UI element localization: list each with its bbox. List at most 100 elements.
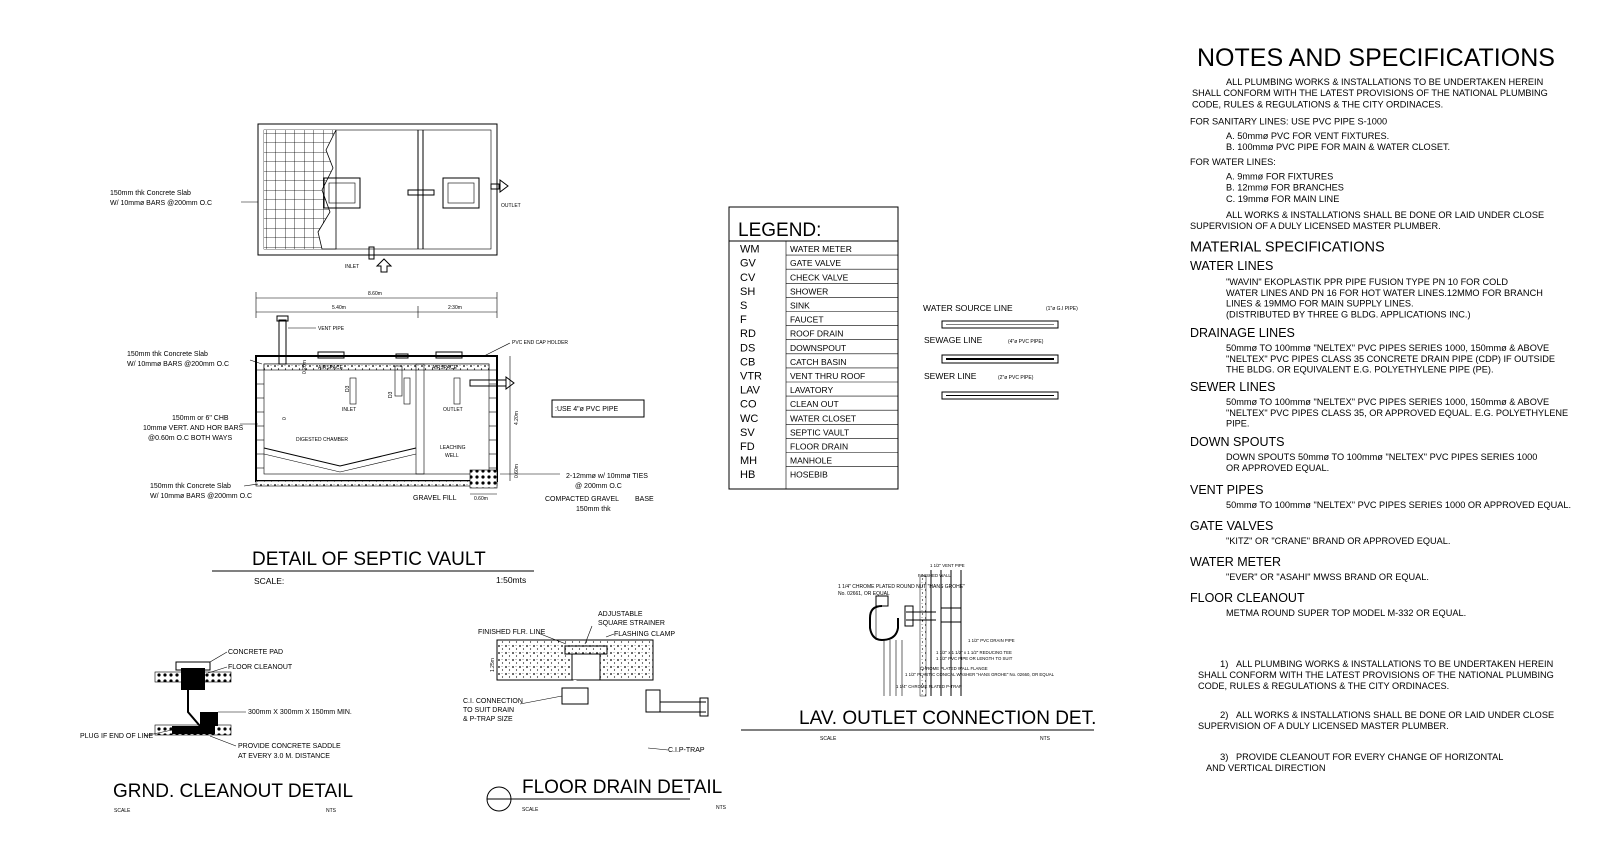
numbered-note-line: SUPERVISION OF A DULY LICENSED MASTER PL… bbox=[1198, 721, 1449, 731]
legend-desc: LAVATORY bbox=[790, 385, 833, 395]
spec-section-line: 50mmø TO 100mmø "NELTEX" PVC PIPES SERIE… bbox=[1226, 343, 1549, 353]
lav-nts: NTS bbox=[1040, 736, 1051, 742]
floor-drain-detail: ADJUSTABLE SQUARE STRAINER FLASHING CLAM… bbox=[463, 611, 727, 813]
cleanout-scale: SCALE bbox=[114, 808, 131, 814]
legend-code: RD bbox=[740, 328, 756, 340]
top-slab-1: 150mm thk Concrete Slab bbox=[127, 351, 208, 358]
fd-scale: SCALE bbox=[522, 807, 539, 813]
legend-desc: DOWNSPOUT bbox=[790, 343, 846, 353]
legend-desc: FAUCET bbox=[790, 315, 824, 325]
legend-code: HB bbox=[740, 469, 755, 481]
notes-intro-line: CODE, RULES & REGULATIONS & THE CITY ORD… bbox=[1192, 99, 1443, 109]
legend-code: WM bbox=[740, 244, 760, 256]
strainer-2: SQUARE STRAINER bbox=[598, 620, 665, 627]
lav-label: FINISHED WALL bbox=[918, 573, 951, 578]
lav-left-1: 1 1/4" CHROME PLATED ROUND NUT "HANS GRO… bbox=[838, 584, 965, 590]
legend-code: CO bbox=[740, 399, 757, 411]
legend-desc: SHOWER bbox=[790, 286, 828, 296]
lav-label: 1 1/2" PLASTIC CONICAL WASHER "HANS GROH… bbox=[905, 672, 1055, 677]
legend-title: LEGEND: bbox=[738, 220, 821, 241]
water-item: C. 19mmø FOR MAIN LINE bbox=[1226, 194, 1339, 204]
legend-code: LAV bbox=[740, 385, 761, 397]
legend-desc: CHECK VALVE bbox=[790, 272, 849, 282]
lav-label: 1 1/2" PVC DRAIN PIPE bbox=[968, 638, 1015, 643]
numbered-note-num: 2) bbox=[1220, 710, 1228, 721]
spec-section-line: "NELTEX" PVC PIPES CLASS 35, OR APPROVED… bbox=[1226, 408, 1568, 418]
airspace-right: AIRSPACE bbox=[432, 365, 458, 371]
legend-desc: GATE VALVE bbox=[790, 258, 841, 268]
sanitary-item: A. 50mmø PVC FOR VENT FIXTURES. bbox=[1226, 131, 1389, 141]
concrete-pad-label: CONCRETE PAD bbox=[228, 649, 283, 656]
numbered-note-line: ALL WORKS & INSTALLATIONS SHALL BE DONE … bbox=[1236, 710, 1554, 720]
legend-code: GV bbox=[740, 258, 757, 270]
numbered-note-line: ALL PLUMBING WORKS & INSTALLATIONS TO BE… bbox=[1236, 659, 1553, 669]
leaching-2: WELL bbox=[445, 453, 459, 459]
trap-label: C.I.P-TRAP bbox=[668, 747, 705, 754]
sewage-label: SEWAGE LINE bbox=[924, 335, 983, 345]
dim-left: 5.40m bbox=[332, 305, 346, 311]
lav-label: 1 1/4" CHROME PLATED P-TRAP bbox=[896, 684, 962, 689]
spec-section-line: "EVER" OR "ASAHI" MWSS BRAND OR EQUAL. bbox=[1226, 572, 1429, 582]
spec-section-line: METMA ROUND SUPER TOP MODEL M-332 OR EQU… bbox=[1226, 608, 1466, 618]
legend-desc: VENT THRU ROOF bbox=[790, 371, 865, 381]
spec-section-head: GATE VALVES bbox=[1190, 519, 1273, 533]
septic-scale-value: 1:50mts bbox=[496, 575, 526, 585]
lav-scale: SCALE bbox=[820, 736, 837, 742]
ci-3: & P-TRAP SIZE bbox=[463, 716, 513, 723]
spec-section-head: WATER LINES bbox=[1190, 259, 1273, 273]
water-source-label: WATER SOURCE LINE bbox=[923, 303, 1013, 313]
legend-desc: SEPTIC VAULT bbox=[790, 427, 849, 437]
legend-desc: CLEAN OUT bbox=[790, 399, 839, 409]
septic-section: 8.60m 5.40m 2:30m VENT PIP bbox=[127, 291, 654, 586]
spec-section-head: VENT PIPES bbox=[1190, 483, 1263, 497]
sewer-label: SEWER LINE bbox=[924, 371, 977, 381]
spec-section-line: OR APPROVED EQUAL. bbox=[1226, 463, 1329, 473]
fd-title: FLOOR DRAIN DETAIL bbox=[522, 777, 722, 798]
numbered-note-line: AND VERTICAL DIRECTION bbox=[1206, 763, 1325, 773]
d3-b: D3 bbox=[388, 391, 394, 398]
sewage-spec: (4"ø PVC PIPE) bbox=[1008, 339, 1044, 345]
airspace-left: AIRSPACE bbox=[318, 365, 344, 371]
lav-label: 1 1/2" PVC PIPE OR LENGTH TO SUIT bbox=[936, 656, 1013, 661]
compacted-1: COMPACTED GRAVEL bbox=[545, 496, 619, 503]
ci-2: TO SUIT DRAIN bbox=[463, 707, 514, 714]
saddle-2: AT EVERY 3.0 M. DISTANCE bbox=[238, 753, 330, 760]
chb-note-3: @0.60m O.C BOTH WAYS bbox=[148, 435, 232, 442]
spec-section-head: SEWER LINES bbox=[1190, 380, 1275, 394]
compacted-2: 150mm thk bbox=[576, 506, 611, 513]
legend-desc: ROOF DRAIN bbox=[790, 329, 843, 339]
section-outlet: OUTLET bbox=[443, 407, 463, 413]
ci-1: C.I. CONNECTION bbox=[463, 698, 523, 705]
spec-section-head: DRAINAGE LINES bbox=[1190, 326, 1295, 340]
gravel-fill: GRAVEL FILL bbox=[413, 495, 457, 502]
notes-intro-line: ALL PLUMBING WORKS & INSTALLATIONS TO BE… bbox=[1226, 77, 1543, 87]
legend-desc: SINK bbox=[790, 301, 810, 311]
plan-slab-note-2: W/ 10mmø BARS @200mm O.C bbox=[110, 200, 212, 207]
dim-height: 4.20m bbox=[514, 411, 520, 425]
legend-desc: MANHOLE bbox=[790, 456, 832, 466]
fd-dim: 1.25m bbox=[490, 658, 496, 672]
saddle-1: PROVIDE CONCRETE SADDLE bbox=[238, 743, 341, 750]
cleanout-title: GRND. CLEANOUT DETAIL bbox=[113, 781, 353, 802]
spec-section-line: 50mmø TO 100mmø "NELTEX" PVC PIPES SERIE… bbox=[1226, 500, 1571, 510]
spec-section-line: WATER LINES AND PN 16 FOR HOT WATER LINE… bbox=[1226, 288, 1543, 298]
plan-inlet-label: INLET bbox=[345, 264, 359, 270]
lav-left-2: No. 02661, OR EQUAL bbox=[838, 591, 890, 597]
plan-slab-note-1: 150mm thk Concrete Slab bbox=[110, 190, 191, 197]
plan-outlet-label: OUTLET bbox=[501, 203, 521, 209]
floor-cleanout-label: FLOOR CLEANOUT bbox=[228, 664, 293, 671]
pvc-cap-label: PVC END CAP HOLDER bbox=[512, 340, 568, 346]
legend-code: CB bbox=[740, 356, 755, 368]
top-slab-2: W/ 10mmø BARS @200mm O.C bbox=[127, 361, 229, 368]
spec-section-line: "WAVIN" EKOPLASTIK PPR PIPE FUSION TYPE … bbox=[1226, 277, 1508, 287]
notes-title: NOTES AND SPECIFICATIONS bbox=[1197, 44, 1555, 72]
numbered-note-line: SHALL CONFORM WITH THE LATEST PROVISIONS… bbox=[1198, 670, 1554, 680]
finished-floor-label: FINISHED FLR. LINE bbox=[478, 629, 546, 636]
legend-code: VTR bbox=[740, 371, 762, 383]
bottom-slab-2: W/ 10mmø BARS @200mm O.C bbox=[150, 493, 252, 500]
chb-note-1: 150mm or 6" CHB bbox=[172, 415, 229, 422]
lav-title: LAV. OUTLET CONNECTION DET. bbox=[799, 708, 1096, 729]
digested-chamber: DIGESTED CHAMBER bbox=[296, 437, 348, 443]
